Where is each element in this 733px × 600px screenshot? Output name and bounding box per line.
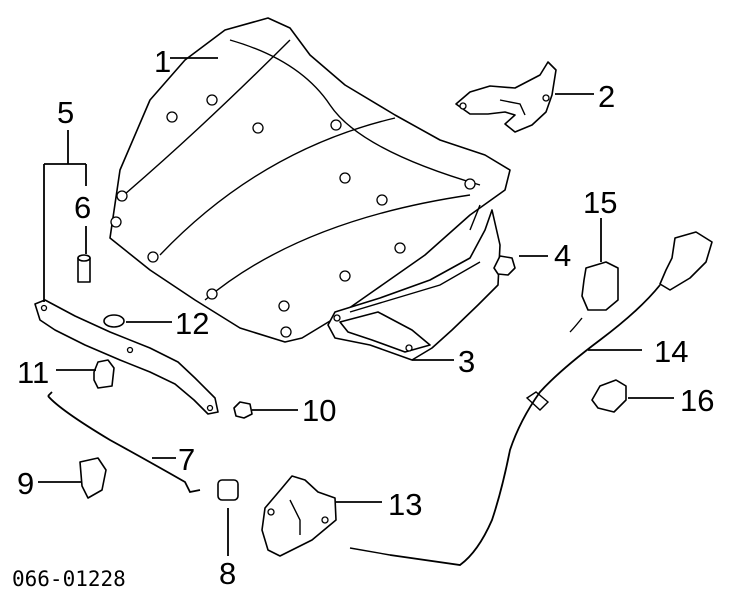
grommet-10 xyxy=(233,401,253,419)
callout-16: 16 xyxy=(680,383,714,418)
stopper-11 xyxy=(93,359,115,389)
callout-12: 12 xyxy=(175,306,209,341)
callout-8: 8 xyxy=(219,556,236,591)
callout-9: 9 xyxy=(17,466,34,501)
callout-13: 13 xyxy=(388,487,422,522)
clip-4 xyxy=(493,255,516,276)
hood-panel xyxy=(109,17,511,343)
document-code: 066-01228 xyxy=(12,567,126,591)
callout-14: 14 xyxy=(654,334,688,369)
rod-holder-9 xyxy=(79,457,107,499)
leader-lines xyxy=(38,57,674,556)
callout-3: 3 xyxy=(458,344,475,379)
callout-6: 6 xyxy=(74,190,91,225)
plug-12 xyxy=(103,314,125,328)
callout-numbers: 1 2 3 4 5 6 7 8 9 10 11 12 13 14 15 16 xyxy=(17,44,714,591)
prop-rod xyxy=(47,391,201,494)
clip-16 xyxy=(591,379,627,413)
callout-11: 11 xyxy=(17,355,49,390)
hood-latch xyxy=(261,475,337,557)
bolt-6 xyxy=(77,254,91,283)
callout-4: 4 xyxy=(554,238,571,273)
bumper-8 xyxy=(217,479,239,501)
callout-7: 7 xyxy=(178,442,195,477)
callout-15: 15 xyxy=(583,185,617,220)
hood-holes xyxy=(110,94,476,338)
callout-5: 5 xyxy=(57,95,74,130)
callout-10: 10 xyxy=(302,393,336,428)
hood-rod-bracket xyxy=(34,299,219,415)
callout-2: 2 xyxy=(598,79,615,114)
callout-1: 1 xyxy=(154,44,171,79)
release-handle xyxy=(569,261,619,333)
hood-hinge xyxy=(455,61,557,133)
release-cable xyxy=(349,231,713,566)
